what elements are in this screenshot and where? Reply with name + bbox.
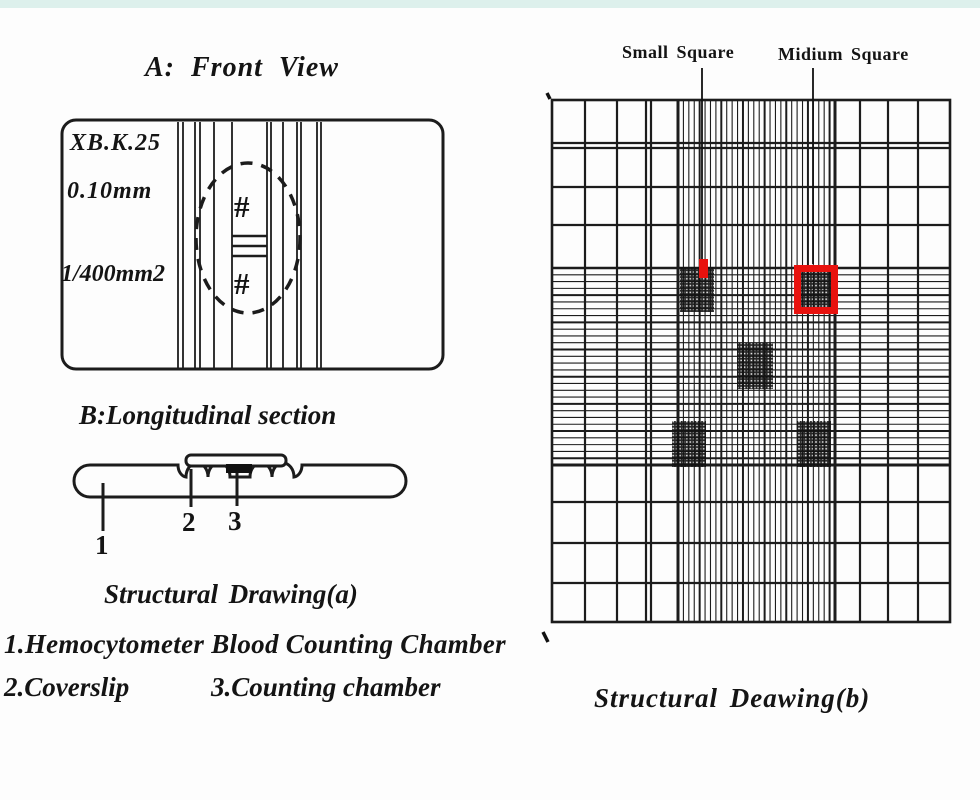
- counting-grid-drawing: [541, 68, 952, 643]
- dense-square-patches: [672, 267, 832, 467]
- legend-item-3: 3.Counting chamber: [211, 672, 441, 702]
- legend-line-1: 1.Hemocytometer Blood Counting Chamber: [4, 629, 506, 659]
- callout-1-label: 1: [95, 530, 109, 560]
- center-platform-lines: [232, 234, 267, 258]
- callout-3-label: 3: [228, 506, 242, 536]
- front-view-title: A: Front View: [145, 52, 339, 83]
- callout-2-label: 2: [182, 507, 196, 537]
- model-number-label: XB.K.25: [70, 130, 162, 156]
- corner-tick-marks: [541, 92, 552, 643]
- small-square-marker: [699, 259, 708, 278]
- medium-square-label: Midium Square: [778, 44, 909, 64]
- dashed-magnifier-circle: [194, 161, 302, 315]
- slide-outline: [60, 118, 445, 371]
- grid-border: [550, 98, 952, 624]
- structural-drawing-a-caption: Structural Drawing(a): [104, 579, 358, 609]
- grid-mark-top: #: [234, 189, 250, 224]
- longitudinal-section-drawing: [72, 453, 408, 531]
- top-accent-strip: [0, 0, 980, 8]
- medium-square-marker: [794, 265, 838, 314]
- grid-mark-bottom: #: [234, 266, 250, 301]
- structural-drawing-b-caption: Structural Deawing(b): [594, 683, 871, 713]
- grid-lines: [552, 100, 950, 622]
- legend-item-2: 2.Coverslip: [4, 672, 130, 702]
- longitudinal-section-title: B:Longitudinal section: [79, 400, 337, 430]
- callout-leader-lines: [101, 469, 239, 531]
- square-area-label: 1/400mm2: [61, 261, 166, 287]
- counting-chamber-fill: [226, 464, 252, 473]
- small-square-label: Small Square: [622, 42, 735, 62]
- chamber-depth-label: 0.10mm: [67, 178, 153, 204]
- front-view-drawing: [60, 118, 445, 371]
